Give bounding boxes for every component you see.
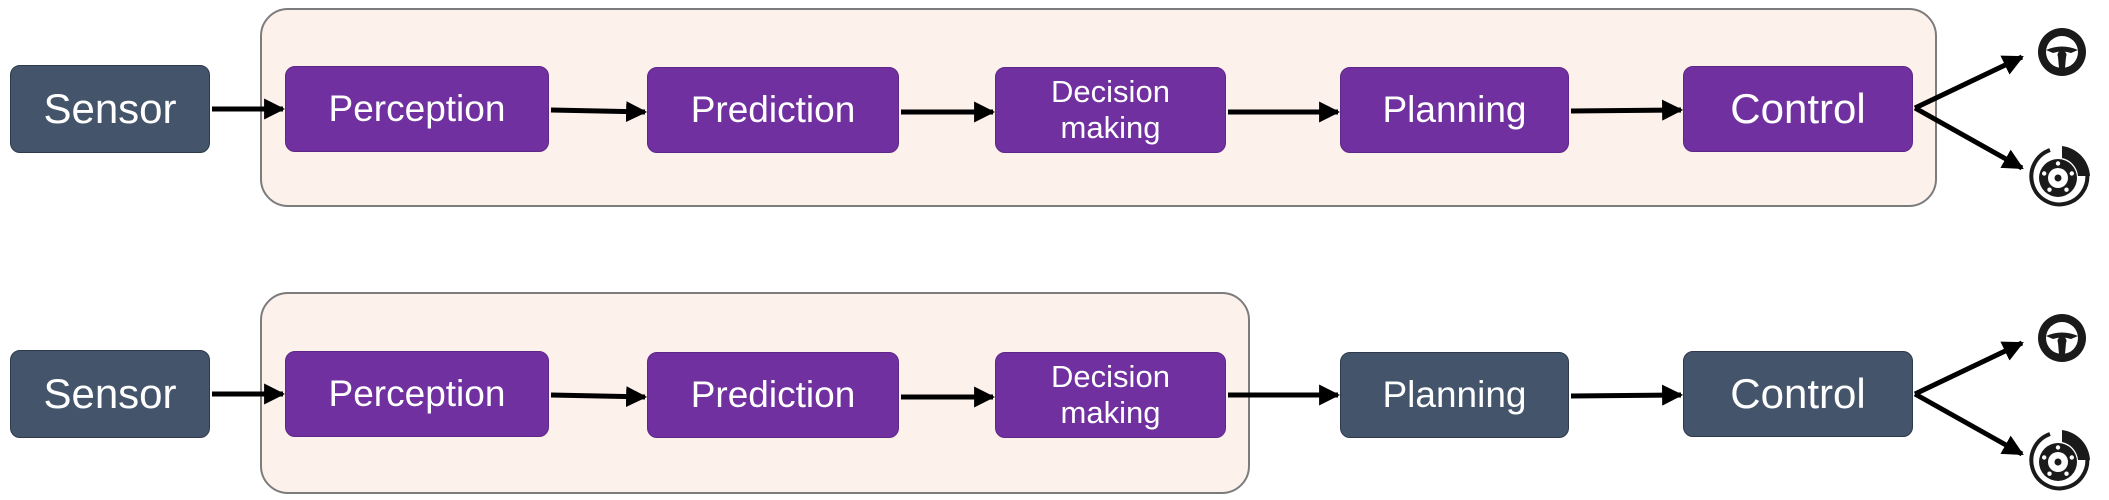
- row2-control-block: Control: [1683, 351, 1913, 437]
- row1-arrow-planning-to-control: [1570, 99, 1684, 121]
- row1-planning-block: Planning: [1340, 67, 1569, 153]
- row1-sensor-block: Sensor: [10, 65, 210, 153]
- row2-planning-block: Planning: [1340, 352, 1569, 438]
- row2-prediction-block: Prediction: [647, 352, 899, 438]
- brake-disc-icon: [2029, 430, 2090, 491]
- brake-disc-icon: [2029, 146, 2090, 207]
- row2-arrow-planning-to-control: [1570, 384, 1684, 406]
- row1-prediction-block: Prediction: [647, 67, 899, 153]
- row1-decision-making-block: Decision making: [995, 67, 1226, 153]
- row1-control-block: Control: [1683, 66, 1913, 152]
- row2-sensor-block: Sensor: [10, 350, 210, 438]
- row2-decision-making-block: Decision making: [995, 352, 1226, 438]
- row2-arrow-control-to-steering: [1913, 340, 2024, 397]
- row2-arrow-perception-to-prediction: [550, 386, 648, 408]
- row2-arrow-control-to-brake: [1913, 391, 2024, 457]
- row1-arrow-perception-to-prediction: [550, 101, 648, 123]
- steering-wheel-icon: [2038, 314, 2086, 362]
- steering-wheel-icon: [2038, 28, 2086, 76]
- row1-arrow-control-to-steering: [1913, 54, 2024, 111]
- row1-arrow-control-to-brake: [1913, 105, 2024, 171]
- row2-perception-block: Perception: [285, 351, 549, 437]
- row1-perception-block: Perception: [285, 66, 549, 152]
